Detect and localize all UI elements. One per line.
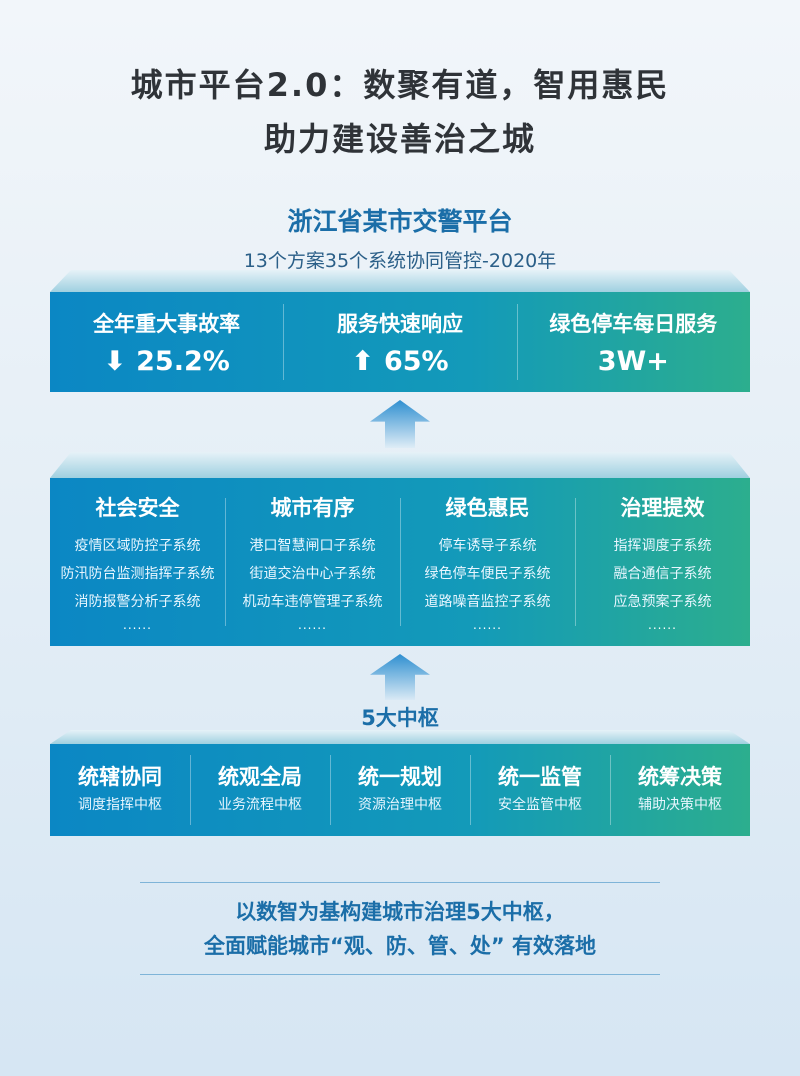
case-subtitle: 13个方案35个系统协同管控-2020年 <box>243 250 557 272</box>
hub-title: 统一规划 <box>358 765 442 789</box>
category-city-order: 城市有序 港口智慧闸口子系统 街道交治中心子系统 机动车违停管理子系统 ....… <box>225 478 400 646</box>
category-item: 绿色停车便民子系统 <box>424 566 551 582</box>
bevel <box>50 730 750 744</box>
category-item: 应急预案子系统 <box>613 594 712 610</box>
category-item: 防汛防台监测指挥子系统 <box>60 566 215 582</box>
hub-subtitle: 业务流程中枢 <box>218 797 302 813</box>
hub-subtitle: 辅助决策中枢 <box>638 797 722 813</box>
category-item: 道路噪音监控子系统 <box>424 594 551 610</box>
hub-item: 统辖协同调度指挥中枢 <box>50 744 190 836</box>
bevel <box>50 270 750 292</box>
up-arrow-icon <box>370 400 430 448</box>
metric-label: 绿色停车每日服务 <box>549 311 718 336</box>
category-item: 指挥调度子系统 <box>613 538 712 554</box>
conclusion-line1: 以数智为基构建城市治理5大中枢， <box>235 900 565 924</box>
hub-item: 统观全局业务流程中枢 <box>190 744 330 836</box>
categories-panel: 社会安全 疫情区域防控子系统 防汛防台监测指挥子系统 消防报警分析子系统 ...… <box>50 478 750 646</box>
category-item: 疫情区域防控子系统 <box>74 538 201 554</box>
case-name: 浙江省某市交警平台 <box>287 207 513 236</box>
hub-title: 统一监管 <box>498 765 582 789</box>
arrow-up-icon: ⬆ <box>351 345 374 377</box>
hub-title: 统筹决策 <box>638 765 722 789</box>
category-item: 消防报警分析子系统 <box>74 594 201 610</box>
more-ellipsis: ...... <box>123 618 152 632</box>
more-ellipsis: ...... <box>473 618 502 632</box>
metric-parking: 绿色停车每日服务 3W+ <box>516 292 750 392</box>
bevel <box>50 452 750 478</box>
hub-subtitle: 调度指挥中枢 <box>78 797 162 813</box>
category-title: 绿色惠民 <box>445 496 530 520</box>
metric-value: 3W+ <box>597 345 669 377</box>
category-green: 绿色惠民 停车诱导子系统 绿色停车便民子系统 道路噪音监控子系统 ...... <box>400 478 575 646</box>
metric-value: 25.2% <box>136 345 230 377</box>
conclusion-line2: 全面赋能城市“观、防、管、处” 有效落地 <box>204 934 596 958</box>
category-item: 融合通信子系统 <box>613 566 712 582</box>
category-governance: 治理提效 指挥调度子系统 融合通信子系统 应急预案子系统 ...... <box>575 478 750 646</box>
category-item: 港口智慧闸口子系统 <box>249 538 376 554</box>
metric-response: 服务快速响应 ⬆ 65% <box>283 292 516 392</box>
metric-accident-rate: 全年重大事故率 ⬇ 25.2% <box>50 292 283 392</box>
hubs-title: 5大中枢 <box>361 706 439 730</box>
divider <box>140 882 660 883</box>
category-social-safety: 社会安全 疫情区域防控子系统 防汛防台监测指挥子系统 消防报警分析子系统 ...… <box>50 478 225 646</box>
category-title: 社会安全 <box>95 496 180 520</box>
hub-title: 统观全局 <box>218 765 302 789</box>
page-title-line1: 城市平台2.0：数聚有道，智用惠民 <box>130 66 670 104</box>
metrics-panel: 全年重大事故率 ⬇ 25.2% 服务快速响应 ⬆ 65% 绿色停车每日服务 3W+ <box>50 292 750 392</box>
more-ellipsis: ...... <box>298 618 327 632</box>
hub-title: 统辖协同 <box>78 765 162 789</box>
divider <box>140 974 660 975</box>
hub-subtitle: 资源治理中枢 <box>358 797 442 813</box>
hub-item: 统一监管安全监管中枢 <box>470 744 610 836</box>
metric-label: 全年重大事故率 <box>93 311 241 336</box>
category-title: 城市有序 <box>270 496 355 520</box>
category-item: 街道交治中心子系统 <box>249 566 376 582</box>
metric-value: 65% <box>383 345 449 377</box>
hub-subtitle: 安全监管中枢 <box>498 797 582 813</box>
metric-label: 服务快速响应 <box>336 311 463 336</box>
category-title: 治理提效 <box>620 496 705 520</box>
more-ellipsis: ...... <box>648 618 677 632</box>
category-item: 停车诱导子系统 <box>438 538 537 554</box>
category-item: 机动车违停管理子系统 <box>242 594 383 610</box>
up-arrow-icon <box>370 654 430 700</box>
arrow-down-icon: ⬇ <box>103 345 127 377</box>
hub-item: 统筹决策辅助决策中枢 <box>610 744 750 836</box>
hub-item: 统一规划资源治理中枢 <box>330 744 470 836</box>
page-title-line2: 助力建设善治之城 <box>263 120 536 158</box>
hubs-panel: 统辖协同调度指挥中枢 统观全局业务流程中枢 统一规划资源治理中枢 统一监管安全监… <box>50 744 750 836</box>
